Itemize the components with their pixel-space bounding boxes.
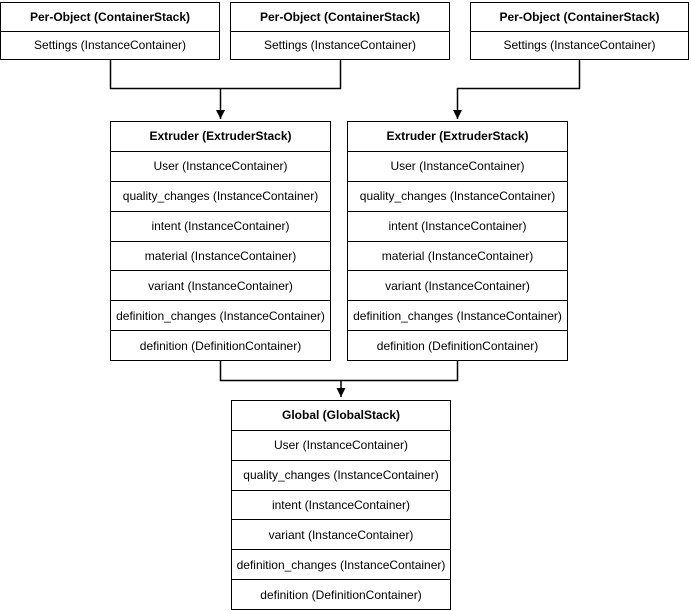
container-row: Settings (InstanceContainer): [471, 30, 688, 60]
stack-title: Extruder (ExtruderStack): [386, 129, 529, 144]
container-row: material (InstanceContainer): [111, 240, 330, 271]
container-row: intent (InstanceContainer): [232, 489, 450, 520]
container-row: quality_changes (InstanceContainer): [232, 459, 450, 490]
container-row: definition (DefinitionContainer): [111, 330, 330, 360]
connector-extruders-merge: [219, 361, 459, 382]
container-row: material (InstanceContainer): [348, 240, 567, 271]
container-row: variant (InstanceContainer): [111, 270, 330, 300]
container-row: User (InstanceContainer): [232, 429, 450, 460]
container-row: definition_changes (InstanceContainer): [111, 300, 330, 330]
container-row: User (InstanceContainer): [348, 150, 567, 181]
container-row: variant (InstanceContainer): [232, 519, 450, 549]
stack-title: Extruder (ExtruderStack): [149, 129, 292, 144]
container-row: intent (InstanceContainer): [111, 210, 330, 241]
connector-perobject12-merge: [109, 60, 342, 90]
per-object-stack-1: Per-Object (ContainerStack) Settings (In…: [0, 2, 220, 60]
per-object-stack-3: Per-Object (ContainerStack) Settings (In…: [470, 2, 689, 60]
stack-title: Per-Object (ContainerStack): [259, 9, 421, 24]
container-row: quality_changes (InstanceContainer): [111, 180, 330, 211]
container-row: definition (DefinitionContainer): [232, 579, 450, 609]
stack-title: Per-Object (ContainerStack): [29, 9, 191, 24]
container-row: definition_changes (InstanceContainer): [232, 549, 450, 579]
container-row: definition_changes (InstanceContainer): [348, 300, 567, 330]
container-row: intent (InstanceContainer): [348, 210, 567, 241]
stack-title: Global (GlobalStack): [281, 408, 401, 423]
extruder-stack-2: Extruder (ExtruderStack) User (InstanceC…: [347, 121, 568, 361]
container-row: Settings (InstanceContainer): [1, 30, 219, 60]
container-row: quality_changes (InstanceContainer): [348, 180, 567, 211]
connector-perobject3-to-extruder2: [453, 60, 581, 119]
container-row: Settings (InstanceContainer): [231, 30, 449, 60]
extruder-stack-1: Extruder (ExtruderStack) User (InstanceC…: [110, 121, 331, 361]
global-stack: Global (GlobalStack) User (InstanceConta…: [231, 400, 451, 610]
stack-title: Per-Object (ContainerStack): [499, 9, 660, 24]
container-row: User (InstanceContainer): [111, 150, 330, 181]
container-row: definition (DefinitionContainer): [348, 330, 567, 360]
per-object-stack-2: Per-Object (ContainerStack) Settings (In…: [230, 2, 450, 60]
container-row: variant (InstanceContainer): [348, 270, 567, 300]
